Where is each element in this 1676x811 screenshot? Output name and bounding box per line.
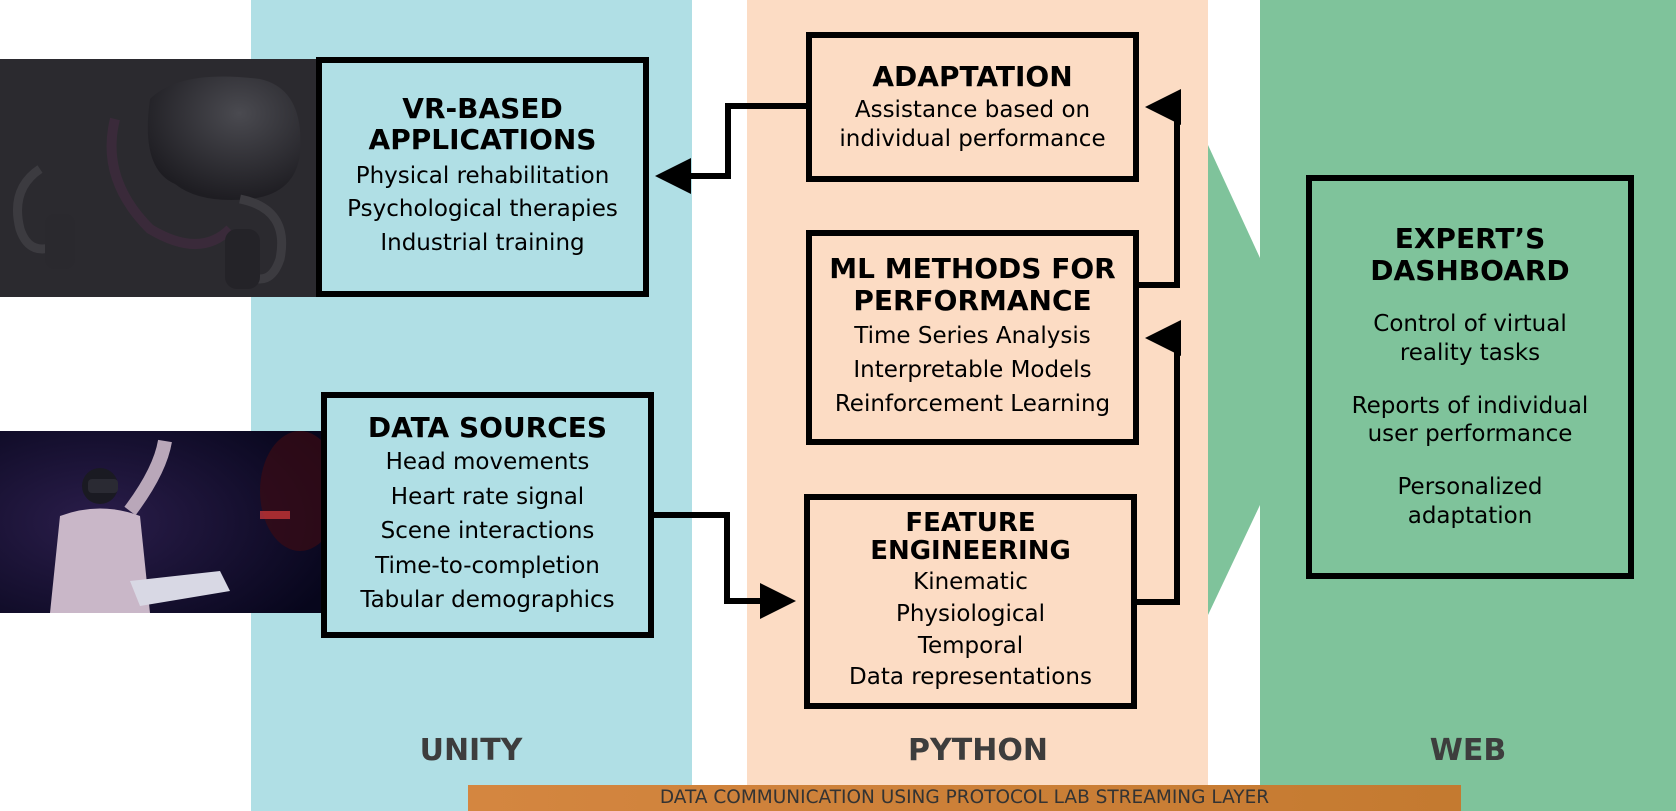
list-item: individual performance bbox=[839, 125, 1106, 152]
list-item: Industrial training bbox=[380, 230, 585, 257]
ml-methods-box: ML METHODS FOR PERFORMANCE Time Series A… bbox=[806, 230, 1139, 445]
list-item: Reinforcement Learning bbox=[834, 390, 1111, 417]
list-item: Kinematic bbox=[913, 569, 1028, 596]
dash-title-line1: EXPERT’S bbox=[1394, 222, 1546, 256]
web-wedge bbox=[1208, 145, 1260, 615]
list-item: Data representations bbox=[849, 664, 1092, 691]
arrow-adaptation-to-vr bbox=[655, 103, 806, 194]
list-item: Personalized adaptation bbox=[1397, 474, 1543, 529]
vr-headset-photo bbox=[0, 59, 318, 297]
list-item: Tabular demographics bbox=[360, 587, 615, 614]
experts-dashboard-box: EXPERT’S DASHBOARD Control of virtual re… bbox=[1306, 175, 1634, 579]
list-item: Time Series Analysis bbox=[854, 323, 1091, 350]
vr-applications-title: VR-BASED APPLICATIONS bbox=[322, 93, 643, 156]
web-label: WEB bbox=[1429, 733, 1507, 768]
list-item: Head movements bbox=[385, 449, 590, 476]
arrow-feature-to-ml bbox=[1137, 320, 1181, 605]
adaptation-title: ADAPTATION bbox=[872, 59, 1073, 93]
vr-applications-box: VR-BASED APPLICATIONS Physical rehabilit… bbox=[316, 57, 649, 297]
feature-engineering-title: FEATURE ENGINEERING bbox=[810, 509, 1131, 565]
vr-title-line2: APPLICATIONS bbox=[368, 123, 597, 157]
adaptation-box: ADAPTATION Assistance based on individua… bbox=[806, 32, 1139, 182]
arrow-ml-to-adaptation bbox=[1139, 89, 1181, 288]
arrow-data-to-feature bbox=[654, 512, 796, 619]
data-sources-box: DATA SOURCES Head movements Heart rate s… bbox=[321, 392, 654, 638]
fe-title-line2: ENGINEERING bbox=[870, 536, 1071, 567]
ml-title-line2: PERFORMANCE bbox=[853, 283, 1092, 317]
vr-title-line1: VR-BASED bbox=[402, 91, 563, 125]
vr-user-photo bbox=[0, 431, 322, 613]
unity-label: UNITY bbox=[419, 733, 523, 768]
list-item: Physical rehabilitation bbox=[355, 162, 610, 189]
ml-methods-title: ML METHODS FOR PERFORMANCE bbox=[812, 253, 1133, 316]
dash-title-line2: DASHBOARD bbox=[1370, 253, 1570, 287]
ml-title-line1: ML METHODS FOR bbox=[829, 252, 1116, 286]
list-item: Physiological bbox=[895, 600, 1046, 627]
list-item: Time-to-completion bbox=[375, 552, 600, 579]
list-item: Control of virtual reality tasks bbox=[1373, 311, 1567, 366]
data-sources-title: DATA SOURCES bbox=[367, 411, 608, 445]
list-item: Interpretable Models bbox=[853, 356, 1092, 383]
list-item: Assistance based on bbox=[854, 96, 1091, 123]
list-item: Reports of individual user performance bbox=[1351, 392, 1589, 448]
list-item: Psychological therapies bbox=[347, 196, 618, 223]
dashboard-title: EXPERT’S DASHBOARD bbox=[1312, 223, 1628, 286]
list-item: Scene interactions bbox=[380, 518, 595, 545]
feature-engineering-box: FEATURE ENGINEERING Kinematic Physiologi… bbox=[804, 494, 1137, 709]
list-item: Heart rate signal bbox=[390, 483, 585, 510]
list-item: Temporal bbox=[917, 632, 1024, 659]
lsl-communication-bar: DATA COMMUNICATION USING PROTOCOL LAB ST… bbox=[468, 785, 1461, 811]
fe-title-line1: FEATURE bbox=[905, 507, 1036, 538]
python-label: PYTHON bbox=[908, 733, 1048, 768]
